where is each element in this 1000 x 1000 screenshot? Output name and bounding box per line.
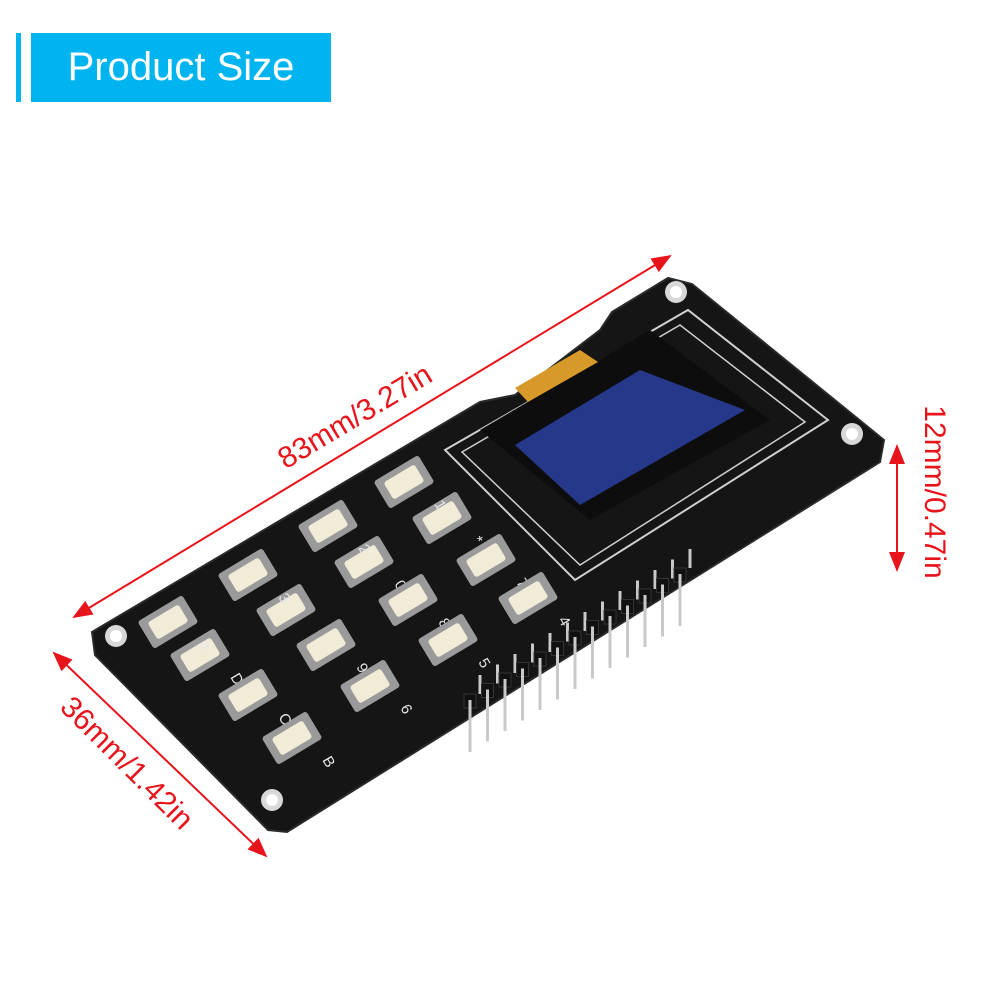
key-cap [350,669,390,703]
header-pin [516,643,534,721]
key-button[interactable] [339,659,400,713]
header-pin [481,664,499,742]
key-button[interactable] [295,618,356,672]
header-pin [498,654,517,731]
key-cap [272,721,312,755]
header-pin [463,675,482,752]
width-arrow [52,651,268,858]
header-pin [533,633,552,710]
header-pin [673,549,692,626]
height-label: 12mm/0.47in [918,405,951,578]
length-arrow [72,254,672,619]
title-accent-bar [16,33,21,102]
header-pin [551,622,569,700]
key-cap [306,628,346,662]
page-title: Product Size [31,33,331,102]
key-cap [428,623,468,657]
key-button[interactable] [417,613,478,667]
key-button[interactable] [261,711,322,765]
